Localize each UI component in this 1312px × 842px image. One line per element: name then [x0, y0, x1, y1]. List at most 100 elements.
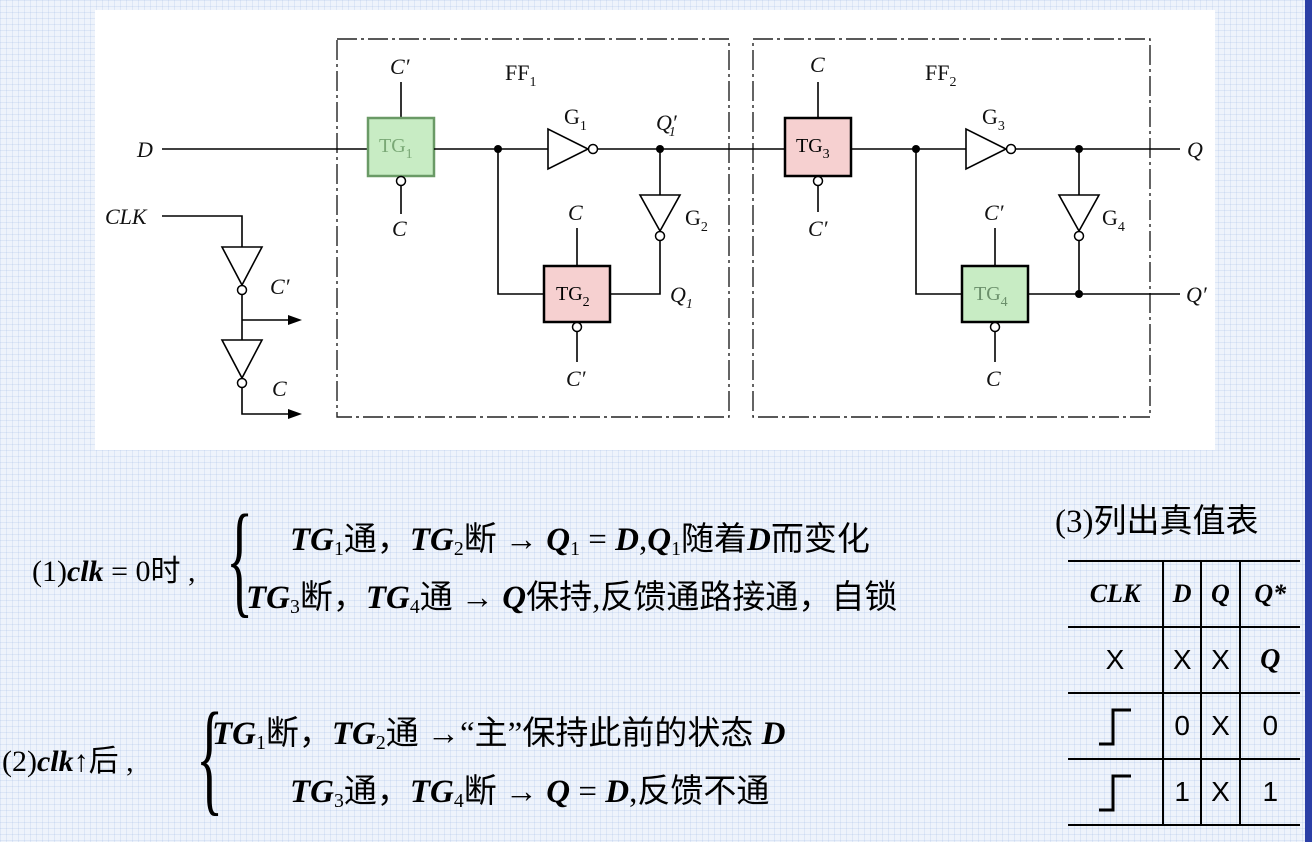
truth-table-title: (3)列出真值表 [1055, 504, 1259, 540]
header-clk: CLK [1089, 579, 1141, 608]
header-q: Q [1200, 561, 1240, 627]
input-d-label: D [136, 137, 153, 162]
subscript: 2 [453, 537, 464, 560]
rising-edge-icon [1099, 774, 1131, 812]
clk-inverter-2 [220, 339, 264, 380]
g2-label: G2 [685, 205, 708, 235]
cell-qstar: 1 [1238, 759, 1300, 825]
text-run: = [570, 774, 606, 810]
cp-out-arrow [288, 315, 302, 325]
cell-clk [1068, 693, 1163, 759]
clk-c-out-label: C [272, 376, 287, 401]
tg2-label: TG2 [556, 283, 590, 310]
ff1-title: FF1 [505, 60, 536, 90]
cell-clk: X [1105, 644, 1125, 675]
g1-inverter [547, 127, 590, 171]
table-header-row: CLK D Q Q* [1068, 561, 1300, 627]
tg3-label: TG3 [796, 135, 830, 162]
clk-inverter-1 [220, 246, 264, 287]
tg3-cp-label: C′ [808, 216, 829, 241]
output-qp-label: Q′ [1186, 282, 1208, 307]
note-2-brace: { [196, 688, 224, 827]
g4-label: G4 [1102, 205, 1125, 235]
g2-inverter [638, 194, 682, 233]
junction-dot [1075, 290, 1083, 298]
text-run: 保持,反馈通路接通，自锁 [526, 580, 898, 616]
math-symbol: TG [409, 774, 454, 810]
math-symbol: Q [546, 774, 571, 810]
c-out-arrow [288, 409, 302, 419]
math-symbol: Q [647, 522, 672, 558]
cell-d: 1 [1162, 759, 1202, 825]
text-run: 断 → [463, 522, 547, 558]
math-symbol: TG [331, 716, 376, 752]
text-run: 断， [265, 716, 332, 752]
cell-q: X [1200, 627, 1240, 693]
tg4-bubble [989, 321, 1001, 333]
note-1-line-2: TG3断，TG4通 → Q保持,反馈通路接通，自锁 [246, 570, 897, 618]
output-q-label: Q [1187, 137, 1203, 162]
tg4-label: TG4 [974, 283, 1008, 310]
cell-q: X [1200, 759, 1240, 825]
subscript: 3 [290, 595, 300, 618]
g3-inverter [965, 127, 1008, 171]
ff2-title: FF2 [925, 60, 956, 90]
tg3-bubble [812, 175, 824, 187]
tg2-bubble [571, 321, 583, 333]
note-1-brace: { [226, 490, 254, 629]
tg4-gate [960, 264, 1030, 324]
circuit-diagram-panel: FF1 FF2 D C′ TG1 C G1 Q′1 G2 Q1 C TG2 C′… [95, 10, 1215, 450]
text-run: 随着 [680, 522, 747, 558]
ff2-frame [752, 38, 1151, 418]
math-symbol: TG [365, 580, 410, 616]
text-run: 通， [343, 774, 410, 810]
text-run: 通 →“主”保持此前的状态 [385, 716, 762, 752]
subscript: 1 [334, 537, 344, 560]
tg2-c-label: C [568, 200, 583, 225]
subscript: 1 [256, 731, 266, 754]
subscript: 2 [375, 731, 386, 754]
text-run: 通， [343, 522, 410, 558]
cell-d: 0 [1162, 693, 1202, 759]
c-out-wire [241, 388, 292, 415]
slide-edge-strip [1305, 0, 1312, 842]
tg4-feedback-wire [915, 149, 962, 295]
text-run: ,反馈不通 [629, 774, 770, 810]
clk-cp-out-label: C′ [270, 274, 291, 299]
text-run: , [638, 522, 648, 558]
math-symbol: D [605, 774, 630, 810]
clk-wire [162, 215, 243, 247]
tg1-label: TG1 [379, 135, 413, 162]
note-2-lead: (2)clk↑后 , [2, 745, 134, 778]
math-symbol: TG [290, 522, 334, 558]
math-symbol: Q [546, 522, 571, 558]
g4-inverter [1057, 194, 1101, 233]
math-symbol: TG [246, 580, 290, 616]
text-run: = [580, 522, 616, 558]
note-1-lead: (1)clk = 0时 , [32, 555, 196, 588]
header-d: D [1162, 561, 1202, 627]
note-2-line-2: TG3通，TG4断 → Q = D,反馈不通 [290, 764, 769, 812]
g3-label: G3 [982, 104, 1005, 134]
tg4-c-label: C [986, 366, 1001, 391]
math-symbol: TG [409, 522, 454, 558]
math-symbol: TG [212, 716, 256, 752]
cell-clk [1068, 759, 1163, 825]
g1-bubble [587, 143, 599, 155]
table-row: X X X Q [1068, 627, 1300, 693]
tg3-c-label: C [810, 52, 825, 77]
tg1-gate [366, 116, 436, 178]
table-row: 1 X 1 [1068, 759, 1300, 825]
tg2-feedback-wire [497, 149, 544, 295]
math-symbol: Q [502, 580, 527, 616]
tg3-gate [783, 116, 853, 178]
rising-edge-icon [1099, 708, 1131, 746]
math-symbol: TG [290, 774, 334, 810]
clk-inverter-1-bubble [236, 284, 248, 296]
math-symbol: D [615, 522, 639, 558]
input-clk-label: CLK [105, 204, 148, 229]
math-symbol: D [746, 522, 771, 558]
g2-out-wire [610, 241, 661, 295]
tg1-bubble [395, 175, 407, 187]
note-1-line-1: TG1通，TG2断 → Q1 = D,Q1随着D而变化 [290, 512, 870, 560]
